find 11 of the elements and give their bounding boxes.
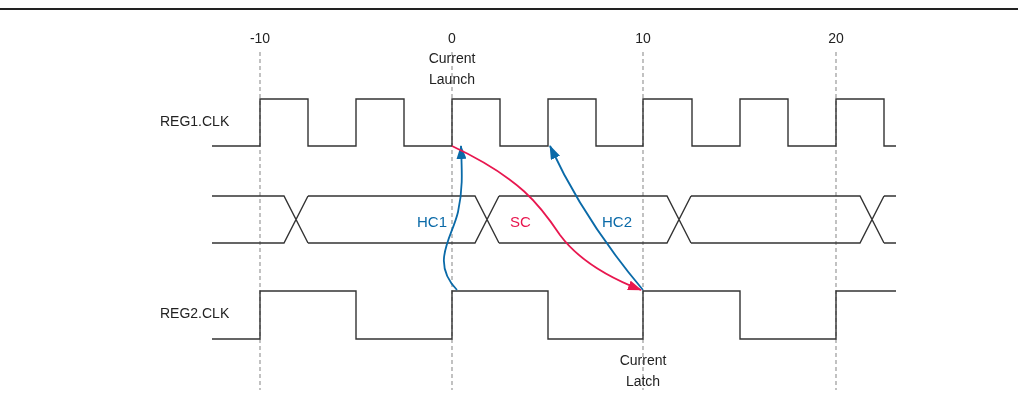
annotation: Current Launch <box>427 49 477 89</box>
arrow <box>451 145 642 291</box>
tick-label: 0 <box>447 29 457 48</box>
annotation: Current Latch <box>618 351 668 391</box>
tick-label: -10 <box>248 29 272 48</box>
signal-name: REG2.CLK <box>160 305 230 321</box>
signal-name: REG1.CLK <box>160 113 230 129</box>
arrow <box>549 145 644 291</box>
tick-label: 20 <box>827 29 845 48</box>
arrow <box>443 145 467 291</box>
tick-label: 10 <box>634 29 652 48</box>
